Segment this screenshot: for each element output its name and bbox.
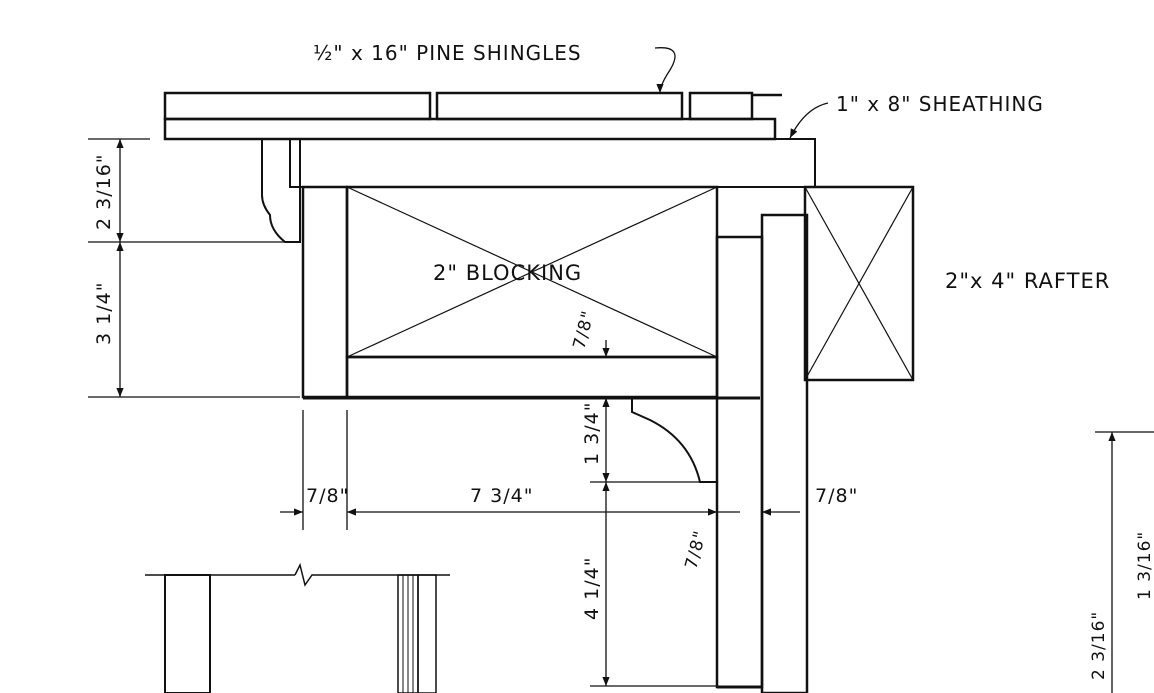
sheathing (289, 138, 816, 188)
rafter (803, 185, 915, 382)
dim-soffit-left: 7/8" (306, 485, 349, 507)
soffit-board (345, 355, 719, 399)
dim-crown-height: 1 3/4" (581, 402, 603, 465)
fascia-board (301, 185, 349, 399)
rafter-label: 2"x 4" RAFTER (945, 269, 1110, 293)
dim-right-a: 1 3/16" (1135, 531, 1154, 600)
dim-fascia-height: 3 1/4" (93, 282, 115, 345)
wall-board (760, 213, 809, 693)
leader-lines (654, 47, 829, 139)
dim-frieze-height: 4 1/4" (581, 557, 603, 620)
shingles-label: ½" x 16" PINE SHINGLES (313, 41, 582, 65)
frieze-board (715, 235, 764, 689)
dim-roof-overhang: 2 3/16" (93, 153, 115, 230)
dim-soffit-right: 7/8" (815, 485, 858, 507)
dim-blocking-bottom: 7/8" (570, 308, 599, 351)
dim-right-b: 2 3/16" (1089, 611, 1109, 680)
dim-soffit-width: 7 3/4" (470, 485, 533, 507)
wall-section (145, 562, 450, 693)
sheathing-label: 1" x 8" SHEATHING (836, 92, 1044, 116)
shingles (163, 91, 782, 141)
blocking-label: 2" BLOCKING (433, 261, 582, 285)
dim-board-thickness: 7/8" (682, 528, 711, 571)
bed-moulding (261, 138, 301, 243)
crown-moulding (631, 397, 718, 483)
dimension-lines (88, 138, 1154, 693)
